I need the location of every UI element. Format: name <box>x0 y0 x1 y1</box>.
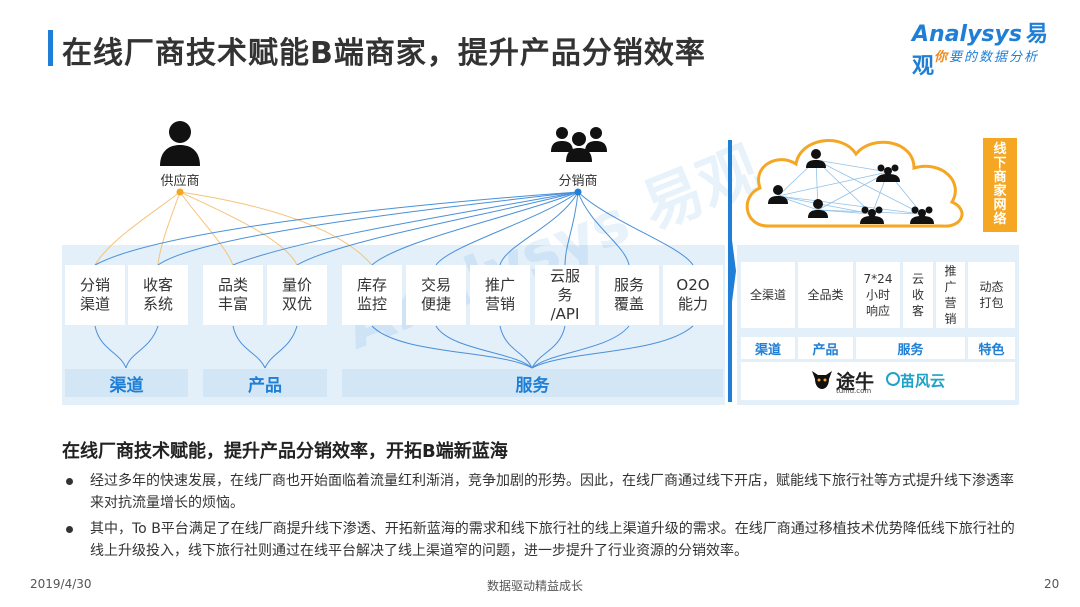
divider-arrow-icon <box>728 140 736 402</box>
logo-slogan-prefix: 你 <box>934 50 950 65</box>
rp-cat-channel: 渠道 <box>741 337 795 359</box>
offline-merchant-cloud <box>745 139 964 228</box>
tuniu-ox-icon <box>812 371 832 389</box>
tag-char: 线 <box>993 142 1007 157</box>
distributor-group-icon <box>551 127 607 162</box>
tag-char: 下 <box>993 156 1007 171</box>
group-service: 服务 <box>342 369 723 397</box>
bullet-dot <box>66 478 73 485</box>
footer-slogan: 数据驱动精益成长 <box>487 579 584 593</box>
bullet-text: 其中，To B平台满足了在线厂商提升线下渗透、开拓新蓝海的需求和线下旅行社的线上… <box>90 521 1015 559</box>
brand-tuniu: 途牛 <box>836 371 875 393</box>
supplier-lines <box>94 191 373 266</box>
section-subheading: 在线厂商技术赋能，提升产品分销效率，开拓B端新蓝海 <box>62 441 508 462</box>
distributor-lines <box>94 191 694 266</box>
box-easy-trade: 交易 便捷 <box>406 265 466 325</box>
rp-box-cloud-customer: 云 收 客 <box>903 262 933 328</box>
box-distribution-channel: 分销 渠道 <box>65 265 125 325</box>
offline-merchant-network-tag: 线 下 商 家 网 络 <box>983 138 1017 232</box>
logo-slogan-rest: 要的数据分析 <box>949 50 1040 65</box>
rp-box-all-category: 全品类 <box>798 262 853 328</box>
cloud-person-icons <box>768 149 934 224</box>
page-title: 在线厂商技术赋能B端商家，提升产品分销效率 <box>62 36 706 71</box>
distributor-label: 分销商 <box>558 174 598 189</box>
supplier-person-icon <box>160 121 200 166</box>
rp-cat-service: 服务 <box>856 337 965 359</box>
rp-box-promotion: 推 广 营 销 <box>936 262 965 328</box>
box-service-coverage: 服务 覆盖 <box>599 265 659 325</box>
logo-a-mark: A <box>912 22 930 47</box>
box-rich-categories: 品类 丰富 <box>203 265 263 325</box>
box-cloud-api: 云服 务 /API <box>535 265 595 325</box>
logo-brand-text: nalysys <box>929 22 1022 47</box>
supplier-label: 供应商 <box>160 174 200 189</box>
rp-box-dynamic-package: 动态 打包 <box>968 262 1015 328</box>
rp-cat-feature: 特色 <box>968 337 1015 359</box>
logo-brand-cn: 易观 <box>912 22 1048 79</box>
box-inventory-monitor: 库存 监控 <box>342 265 402 325</box>
mfy-logo-icon <box>886 372 900 386</box>
box-promotion-marketing: 推广 营销 <box>470 265 530 325</box>
page-number: 20 <box>1044 577 1060 591</box>
footer-date: 2019/4/30 <box>30 577 92 591</box>
brand-strip <box>741 362 1015 400</box>
tag-char: 网 <box>993 198 1007 213</box>
tag-char: 家 <box>993 184 1007 199</box>
box-o2o-capability: O2O 能力 <box>663 265 723 325</box>
group-brackets <box>94 325 694 369</box>
supplier-node-dot <box>176 188 184 196</box>
box-customer-system: 收客 系统 <box>128 265 188 325</box>
bullet-text: 经过多年的快速发展，在线厂商也开始面临着流量红利渐消，竞争加剧的形势。因此，在线… <box>90 473 1014 511</box>
rp-box-all-channel: 全渠道 <box>741 262 795 328</box>
group-channel: 渠道 <box>65 369 188 397</box>
distributor-node-dot <box>574 188 582 196</box>
title-accent-bar <box>48 30 53 66</box>
brand-mfy: 苗风云 <box>900 372 946 390</box>
box-volume-price: 量价 双优 <box>267 265 327 325</box>
bullet-dot <box>66 526 73 533</box>
brand-tuniu-sub: tuniu.com <box>836 387 872 395</box>
rp-cat-product: 产品 <box>798 337 853 359</box>
tag-char: 络 <box>993 212 1007 227</box>
cloud-outline <box>745 139 964 228</box>
bullet-item: 经过多年的快速发展，在线厂商也开始面临着流量红利渐消，竞争加剧的形势。因此，在线… <box>66 470 1016 514</box>
bullet-item: 其中，To B平台满足了在线厂商提升线下渗透、开拓新蓝海的需求和线下旅行社的线上… <box>66 518 1016 562</box>
tag-char: 商 <box>993 170 1007 185</box>
group-product: 产品 <box>203 369 327 397</box>
rp-box-24h-response: 7*24 小时 响应 <box>856 262 900 328</box>
logo-slogan: 你要的数据分析 <box>934 46 1039 65</box>
